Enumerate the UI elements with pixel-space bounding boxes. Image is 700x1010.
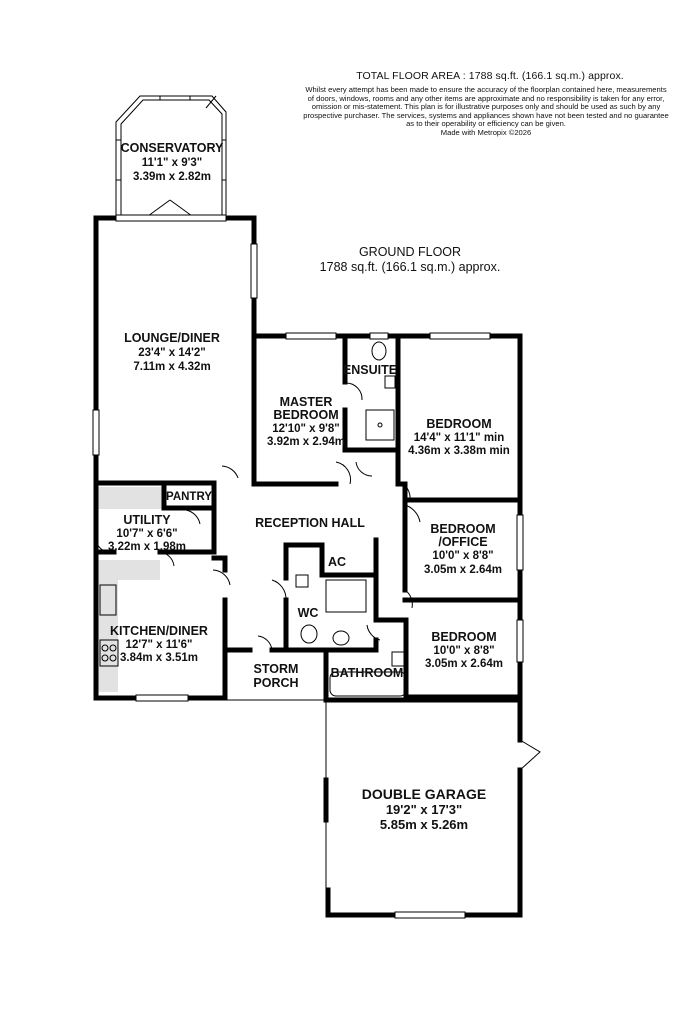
floor-title: GROUND FLOOR 1788 sq.ft. (166.1 sq.m.) a… (300, 245, 520, 275)
disclaimer-line: prospective purchaser. The services, sys… (303, 110, 669, 120)
office-name-1: BEDROOM (430, 522, 495, 536)
sink-icon (384, 375, 396, 389)
utility-worktop (98, 487, 164, 509)
wc-toilet-icon (300, 624, 318, 644)
office-imperial: 10'0" x 8'8" (432, 550, 493, 562)
pantry-name: PANTRY (166, 491, 212, 503)
fixtures (99, 341, 407, 697)
toilet-icon (371, 341, 387, 361)
shower-icon (365, 409, 395, 441)
conservatory-name: CONSERVATORY (121, 141, 224, 155)
kitchen-imperial: 12'7" x 11'6" (126, 639, 193, 651)
bedroom1-imperial: 14'4" x 11'1" min (414, 432, 505, 444)
bedroom1-name: BEDROOM (426, 417, 491, 431)
utility-metric: 3.22m x 1.98m (108, 541, 186, 553)
bedroom3-metric: 3.05m x 2.64m (425, 658, 503, 670)
disclaimer: Whilst every attempt has been made to en… (282, 85, 690, 138)
bedroom3-name: BEDROOM (431, 630, 496, 644)
porch-name-1: STORM (254, 662, 299, 676)
master-name-2: BEDROOM (273, 408, 338, 422)
wc-sink-icon (295, 574, 309, 588)
disclaimer-line: as to their operability or efficiency ca… (406, 119, 566, 129)
disclaimer-line: omission or mis-statement. This plan is … (311, 102, 661, 112)
bath-icon (329, 671, 407, 697)
conservatory-outline (115, 95, 227, 218)
kitchen-sink-icon (99, 584, 117, 616)
lounge-name: LOUNGE/DINER (124, 331, 220, 345)
bedroom1-metric: 4.36m x 3.38m min (408, 445, 510, 457)
bedroom3-imperial: 10'0" x 8'8" (433, 645, 494, 657)
kitchen-metric: 3.84m x 3.51m (120, 652, 198, 664)
office-metric: 3.05m x 2.64m (424, 564, 502, 576)
ac-name: AC (328, 555, 346, 569)
master-name-1: MASTER (280, 395, 333, 409)
lounge-walls (92, 214, 258, 486)
bathroom-toilet-icon (332, 630, 350, 646)
disclaimer-line: Whilst every attempt has been made to en… (305, 85, 667, 94)
reception-name: RECEPTION HALL (255, 516, 365, 530)
porch-outline (224, 652, 326, 701)
hob-icon (99, 639, 119, 667)
floor-area: 1788 sq.ft. (166.1 sq.m.) approx. (319, 260, 501, 274)
kitchen-name: KITCHEN/DINER (110, 624, 208, 638)
garage-walls (323, 697, 541, 919)
shower-drain-icon (377, 422, 383, 428)
floor-name: GROUND FLOOR (358, 245, 462, 259)
porch-name-2: PORCH (253, 676, 298, 690)
shower-tray-icon (325, 579, 367, 613)
bathroom-sink-icon (391, 651, 405, 667)
disclaimer-line: Made with Metropix ©2026 (440, 127, 532, 137)
lounge-imperial: 23'4" x 14'2" (138, 347, 206, 359)
utility-name: UTILITY (123, 513, 171, 527)
wc-name: WC (298, 606, 319, 620)
master-imperial: 12'10" x 9'8" (272, 423, 340, 435)
ensuite-name: ENSUITE (343, 363, 397, 377)
utility-imperial: 10'7" x 6'6" (116, 528, 177, 540)
garage-imperial: 19'2" x 17'3" (386, 802, 462, 817)
garage-name: DOUBLE GARAGE (362, 786, 486, 802)
conservatory-metric: 3.39m x 2.82m (133, 171, 211, 183)
office-name-2: /OFFICE (438, 535, 487, 549)
door-swings (95, 382, 421, 651)
bathroom-name: BATHROOM (331, 666, 404, 680)
conservatory-imperial: 11'1" x 9'3" (142, 157, 203, 169)
total-floor-area: TOTAL FLOOR AREA : 1788 sq.ft. (166.1 sq… (356, 70, 624, 82)
kitchen-worktop (98, 560, 160, 692)
disclaimer-line: of doors, windows, rooms and any other i… (307, 93, 665, 103)
master-metric: 3.92m x 2.94m (267, 436, 345, 448)
garage-metric: 5.85m x 5.26m (380, 817, 468, 832)
lounge-metric: 7.11m x 4.32m (133, 361, 210, 373)
